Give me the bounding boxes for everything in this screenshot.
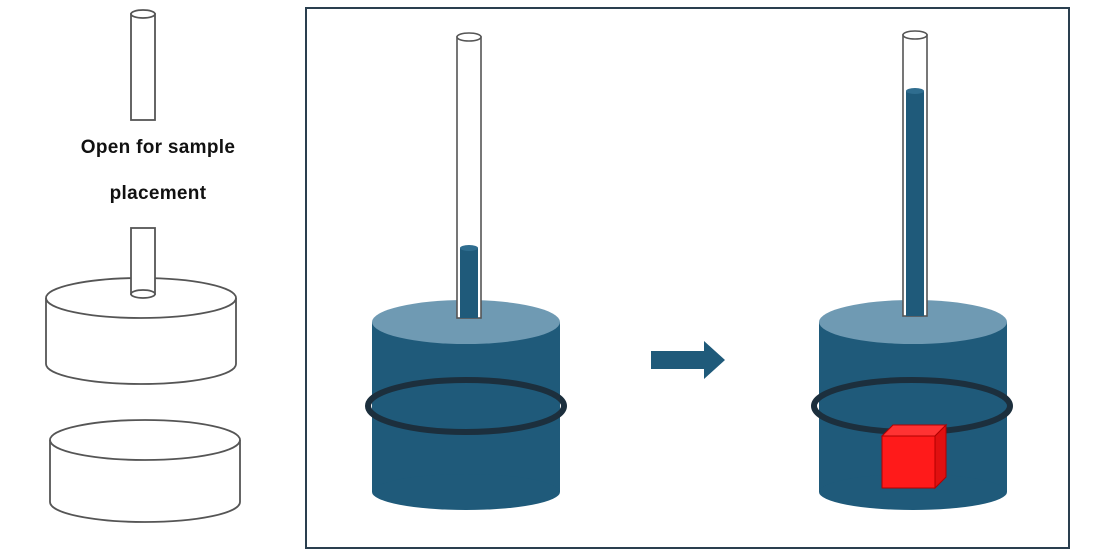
apparatus-after bbox=[811, 30, 1013, 510]
open-label-line1: Open for sample bbox=[81, 137, 235, 158]
liquid-meniscus bbox=[906, 88, 924, 94]
capillary-tube-top bbox=[130, 9, 156, 121]
container-lid bbox=[45, 277, 237, 385]
apparatus-before bbox=[365, 32, 567, 510]
capillary-tube bbox=[456, 32, 482, 319]
liquid-meniscus bbox=[460, 245, 478, 251]
open-label-line2: placement bbox=[110, 183, 207, 204]
capillary-tube-bottom bbox=[130, 227, 156, 299]
capillary-tube bbox=[902, 30, 928, 317]
liquid-column bbox=[906, 91, 924, 316]
sample-cube bbox=[880, 423, 948, 490]
right-arrow-icon bbox=[651, 341, 725, 379]
liquid-column bbox=[460, 248, 478, 318]
open-apparatus: Open for sample placement bbox=[45, 9, 241, 523]
sealing-ring bbox=[365, 377, 567, 435]
container-base bbox=[49, 419, 241, 523]
